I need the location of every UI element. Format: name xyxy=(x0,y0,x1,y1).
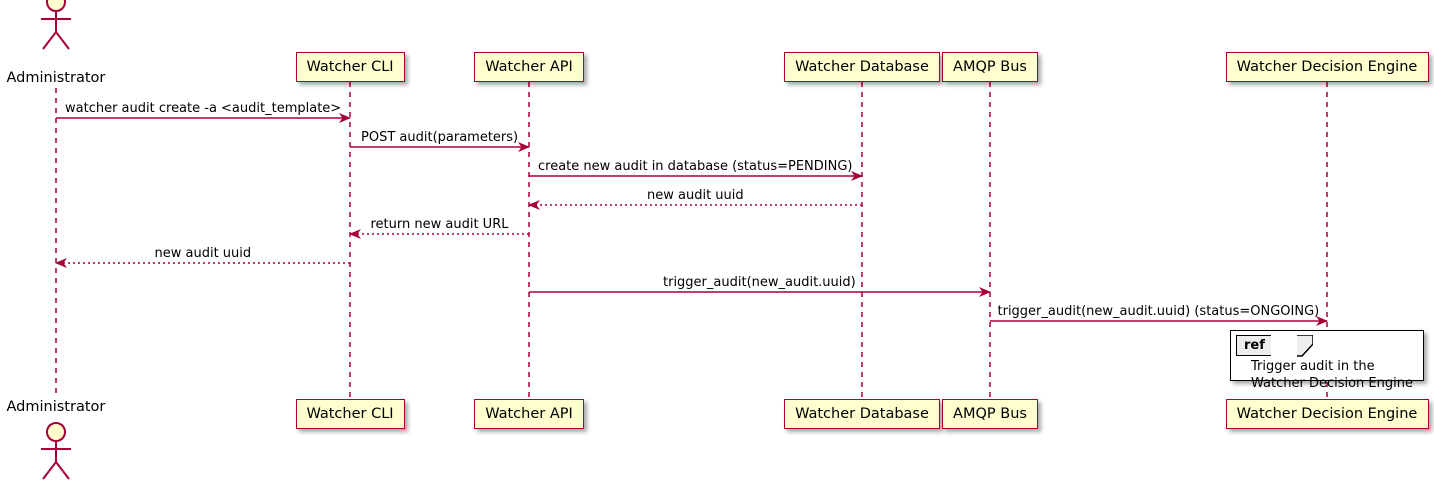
participant-label-amqp-bus: AMQP Bus xyxy=(953,405,1027,422)
participant-box-watcher-cli[interactable]: Watcher CLI xyxy=(295,399,405,429)
participant-box-amqp-bus[interactable]: AMQP Bus xyxy=(942,52,1038,82)
lifelines-group xyxy=(55,82,1328,399)
participant-box-amqp-bus[interactable]: AMQP Bus xyxy=(942,399,1038,429)
message-label-3: create new audit in database (status=PEN… xyxy=(538,159,853,174)
participant-box-watcher-decision-engine[interactable]: Watcher Decision Engine xyxy=(1225,52,1429,82)
participant-box-watcher-api[interactable]: Watcher API xyxy=(474,52,584,82)
participant-label-watcher-decision-engine: Watcher Decision Engine xyxy=(1236,405,1418,422)
reference-frame-tag-label: ref xyxy=(1244,338,1265,353)
participant-label-watcher-cli: Watcher CLI xyxy=(306,405,394,422)
message-label-2: POST audit(parameters) xyxy=(361,130,519,145)
participant-label-watcher-database: Watcher Database xyxy=(795,405,929,422)
participant-label-watcher-decision-engine: Watcher Decision Engine xyxy=(1236,58,1418,75)
message-label-6: new audit uuid xyxy=(154,246,252,261)
message-label-8: trigger_audit(new_audit.uuid) (status=ON… xyxy=(997,304,1320,319)
participant-box-watcher-api[interactable]: Watcher API xyxy=(474,399,584,429)
participant-label-amqp-bus: AMQP Bus xyxy=(953,58,1027,75)
participant-box-watcher-decision-engine[interactable]: Watcher Decision Engine xyxy=(1225,399,1429,429)
message-label-5: return new audit URL xyxy=(370,217,509,232)
participant-box-watcher-database[interactable]: Watcher Database xyxy=(784,399,940,429)
participant-box-watcher-database[interactable]: Watcher Database xyxy=(784,52,940,82)
message-label-1: watcher audit create -a <audit_template> xyxy=(65,101,342,116)
actor-figure-administrator xyxy=(41,422,71,480)
reference-frame-line-1: Trigger audit in the xyxy=(1251,359,1375,374)
reference-frame-text: Trigger audit in the Watcher Decision En… xyxy=(1251,358,1413,392)
message-label-7: trigger_audit(new_audit.uuid) xyxy=(663,275,856,290)
message-arrows-group xyxy=(55,113,1328,326)
participant-label-administrator: Administrator xyxy=(6,70,106,86)
reference-frame: ref Trigger audit in the Watcher Decisio… xyxy=(1230,330,1424,391)
actor-figures-group xyxy=(41,0,71,480)
reference-frame-line-2: Watcher Decision Engine xyxy=(1251,376,1413,391)
message-label-4: new audit uuid xyxy=(647,188,744,203)
reference-frame-fold-icon xyxy=(1297,335,1313,357)
participant-label-watcher-api: Watcher API xyxy=(485,58,573,75)
participant-label-watcher-database: Watcher Database xyxy=(795,58,929,75)
reference-frame-tag: ref xyxy=(1236,335,1271,356)
participant-box-watcher-cli[interactable]: Watcher CLI xyxy=(295,52,405,82)
participant-label-watcher-api: Watcher API xyxy=(485,405,573,422)
actor-figure-administrator xyxy=(41,0,71,50)
participant-label-watcher-cli: Watcher CLI xyxy=(306,58,394,75)
participant-label-administrator: Administrator xyxy=(6,399,106,415)
